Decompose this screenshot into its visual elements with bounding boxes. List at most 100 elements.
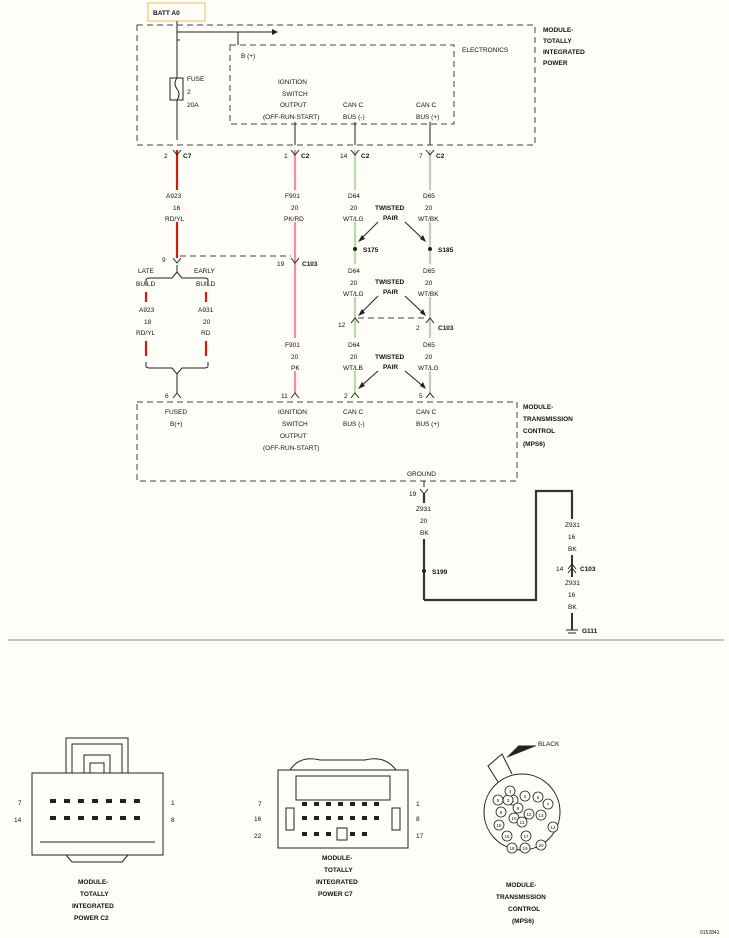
tcm-fused-1: FUSED [165, 409, 187, 416]
svg-text:PAIR: PAIR [383, 364, 398, 371]
c2a-pin: 1 [284, 153, 288, 160]
pin-cavity [78, 799, 84, 803]
tcm-pin-number: 14 [550, 825, 556, 830]
tcm-canm-1: CAN C [343, 409, 364, 416]
canm-l1: CAN C [343, 102, 364, 109]
canm-l2: BUS (-) [343, 114, 365, 121]
pin-cavity [374, 802, 379, 806]
tcm-pin-cavity [516, 816, 528, 828]
twisted-pair-3: TWISTED PAIR [358, 354, 426, 389]
ign-l4: (OFF-RUN-START) [263, 114, 319, 121]
tcm-pin-number: 16 [504, 834, 510, 839]
pin-cavity [302, 816, 307, 820]
tcm-pin6-icon [172, 392, 182, 399]
tcm-pin-cavity [506, 842, 518, 854]
c103-ground-icon [567, 563, 577, 574]
svg-text:20: 20 [350, 354, 358, 361]
fuse-num: 2 [187, 89, 191, 96]
conn-c2-ign-icon [290, 149, 300, 156]
pin-cavity [338, 802, 343, 806]
c2b-label: C2 [361, 153, 370, 160]
tcm-pin-cavity [547, 821, 559, 833]
tcm-ign-1: IGNITION [278, 409, 307, 416]
svg-text:PK: PK [291, 365, 300, 372]
connector-c2-face: 7 1 14 8 MODULE- TOTALLY INTEGRATED POWE… [14, 737, 175, 922]
tcm-ground: GROUND [407, 471, 436, 478]
tcm-canp-2: BUS (+) [416, 421, 439, 428]
svg-text:22: 22 [254, 833, 262, 840]
pin-cavity [362, 832, 367, 836]
tcm-pin-cavity [532, 791, 544, 803]
tcm-pin-number: 10 [511, 816, 517, 821]
canp-l1: CAN C [416, 102, 437, 109]
svg-text:POWER C7: POWER C7 [318, 891, 353, 898]
svg-text:A931: A931 [198, 307, 214, 314]
wire-labels: A923 16 RD/YL F901 20 PK/RD D64 20 WT/LG… [162, 190, 443, 372]
tcm-pin-cavity [493, 819, 505, 831]
svg-text:D65: D65 [423, 268, 435, 275]
pin-cavity [134, 799, 140, 803]
pin-cavity [78, 816, 84, 820]
ign-l2: SWITCH [282, 91, 308, 98]
tcm-title-1: MODULE- [523, 404, 553, 411]
pin-cavity [362, 816, 367, 820]
svg-text:TOTALLY: TOTALLY [80, 891, 109, 898]
c103-pin2: 2 [416, 325, 420, 332]
pin-cavity [350, 802, 355, 806]
tcm-pin-number: 4 [509, 789, 512, 794]
svg-text:PAIR: PAIR [383, 215, 398, 222]
tcm-pin-cavity [535, 839, 547, 851]
tcm-fused-2: B(+) [170, 421, 182, 428]
tcm-p2: 2 [344, 393, 348, 400]
tcm-pin5-icon [425, 392, 435, 399]
tcm-pin-number: 8 [500, 810, 503, 815]
tcm-pin2-icon [350, 392, 360, 399]
svg-text:A923: A923 [166, 193, 182, 200]
build-brace: LATE BUILD EARLY BUILD A923 18 RD/YL A93… [136, 265, 215, 393]
tcm-ign-3: OUTPUT [280, 433, 307, 440]
svg-text:(MPS6): (MPS6) [512, 918, 534, 925]
svg-text:CONTROL: CONTROL [508, 906, 540, 913]
tcm-pin-number: 17 [523, 834, 529, 839]
tcm-title-2: TRANSMISSION [523, 416, 573, 423]
c2c-label: C2 [436, 153, 445, 160]
z931a-3: BK [420, 530, 429, 537]
svg-text:1: 1 [171, 800, 175, 807]
svg-text:7: 7 [258, 801, 262, 808]
tcm-outline [136, 401, 518, 482]
c2b-pin: 14 [340, 153, 348, 160]
tipm-title-1: MODULE- [543, 27, 573, 34]
tcm-pin-number: 20 [538, 843, 544, 848]
c103-pin12: 12 [338, 322, 346, 329]
c103-label-1: C103 [302, 261, 318, 268]
svg-text:EARLY: EARLY [194, 268, 215, 275]
twisted-pair-2: TWISTED PAIR [358, 279, 426, 316]
svg-text:20: 20 [350, 205, 358, 212]
svg-text:F901: F901 [285, 342, 300, 349]
tipm-title-2: TOTALLY [543, 38, 572, 45]
svg-text:8: 8 [171, 817, 175, 824]
pin-cavity [314, 816, 319, 820]
svg-text:TOTALLY: TOTALLY [324, 867, 353, 874]
z931a-1: Z931 [416, 506, 431, 513]
tcm-canp-1: CAN C [416, 409, 437, 416]
pin-cavity [350, 832, 355, 836]
pin-cavity [134, 816, 140, 820]
figure-id: 9152841 [700, 930, 720, 936]
svg-text:WT/LG: WT/LG [418, 365, 439, 372]
svg-text:MODULE-: MODULE- [322, 855, 352, 862]
pin-cavity [326, 816, 331, 820]
tcm-ign-4: (OFF-RUN-START) [263, 445, 319, 452]
c103-label-2: C103 [438, 325, 454, 332]
svg-text:16: 16 [254, 816, 262, 823]
tcm-canm-2: BUS (-) [343, 421, 365, 428]
tcm-pin-number: 6 [537, 795, 540, 800]
tcm-pin-number: 7 [547, 802, 550, 807]
c7-label: C7 [183, 153, 192, 160]
svg-text:F901: F901 [285, 193, 300, 200]
tcm-pin-cavity [492, 794, 504, 806]
c103-pin9: 9 [162, 257, 166, 264]
splice-s175-icon [353, 247, 357, 251]
pin-cavity [314, 802, 319, 806]
